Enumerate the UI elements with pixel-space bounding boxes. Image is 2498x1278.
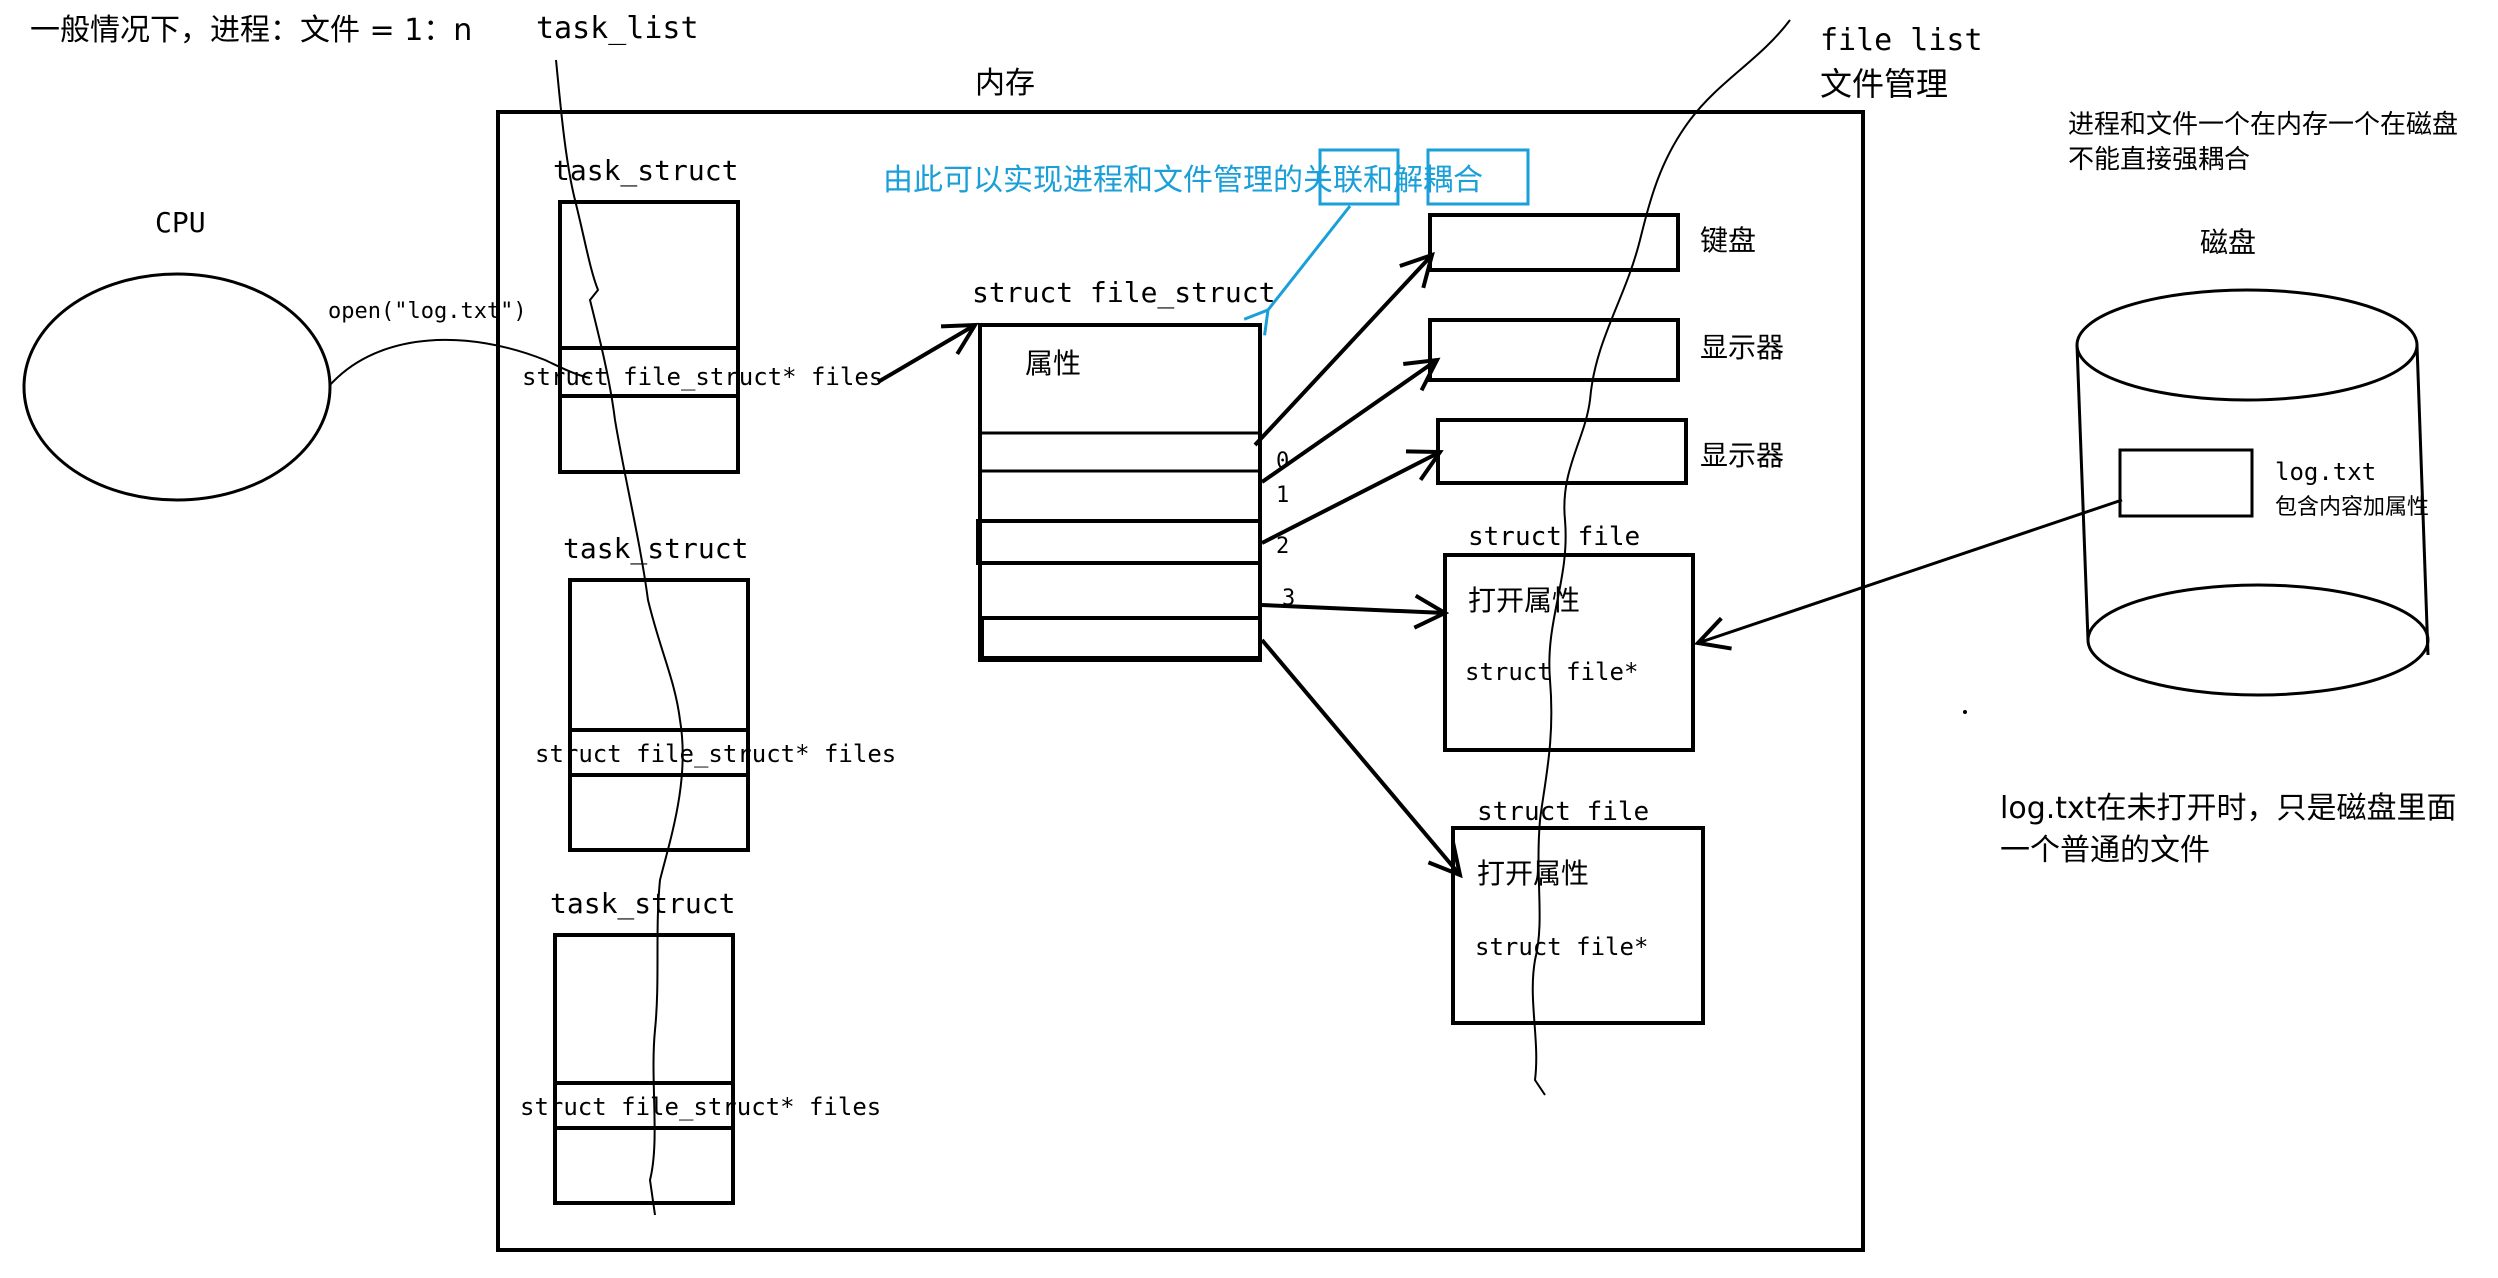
task-struct-title-2: task_struct (563, 532, 748, 566)
cpu-to-task-curve (329, 338, 591, 386)
disk-top-ellipse (2075, 288, 2419, 402)
disk-label: 磁盘 (2200, 226, 2256, 259)
struct-file-title-2: struct file (1477, 797, 1649, 827)
highlight-box-jieouhe (1426, 148, 1530, 206)
task-struct-files-3: struct file_struct* files (520, 1093, 881, 1121)
task-struct-box-3 (553, 933, 735, 1205)
device-label-keyboard: 键盘 (1700, 224, 1756, 257)
device-label-display-2: 显示器 (1700, 439, 1784, 472)
struct-file-attr-2: 打开属性 (1477, 857, 1589, 890)
fd-index-1: 1 (1276, 483, 1289, 508)
fd-slot-4 (980, 616, 1262, 660)
top-note: 一般情况下，进程：文件 = 1：n (30, 13, 472, 48)
struct-file-box-2 (1451, 826, 1705, 1025)
task-struct-box-2 (568, 578, 750, 852)
fd4-to-struct-file-arrow (1260, 638, 1460, 875)
struct-file-ptr-1: struct file* (1465, 658, 1638, 686)
fd-slot-2 (976, 519, 1262, 565)
fd2-to-display-arrow (1261, 452, 1440, 545)
fd-index-2: 2 (1276, 534, 1289, 559)
memory-label: 内存 (975, 66, 1035, 101)
file-mgmt-label: 文件管理 (1820, 65, 1948, 103)
disk-file-name: log.txt (2275, 458, 2376, 486)
struct-file-box-1 (1443, 553, 1695, 752)
task-struct-box-1 (558, 200, 740, 474)
file-struct-attr: 属性 (1025, 347, 1081, 380)
bottom-note-line2: 一个普通的文件 (2000, 833, 2210, 868)
memory-box (496, 110, 1865, 1252)
disk-note-line1: 进程和文件一个在内存一个在磁盘 (2068, 110, 2458, 140)
file-struct-box (978, 323, 1262, 662)
disk-file-desc: 包含内容加属性 (2275, 495, 2429, 520)
fd1-to-display-arrow (1260, 360, 1437, 484)
blue-arrow (1243, 205, 1352, 336)
fd0-to-keyboard-arrow (1253, 255, 1432, 447)
keyboard-box (1428, 213, 1680, 272)
cpu-label: CPU (155, 206, 206, 239)
files-to-file-struct-arrow (876, 325, 975, 384)
display-box-2 (1436, 418, 1688, 485)
task-list-squiggle (555, 59, 684, 1216)
display-box-1 (1428, 318, 1680, 382)
task-struct-files-1: struct file_struct* files (522, 363, 883, 391)
disk-left-side (2075, 344, 2090, 641)
open-call-label: open("log.txt") (328, 299, 527, 324)
disk-note-line2: 不能直接强耦合 (2068, 145, 2250, 175)
cpu-ellipse (22, 272, 332, 502)
file-list-label: file list (1820, 23, 1983, 58)
task-struct-title-3: task_struct (550, 887, 735, 921)
struct-file-title-1: struct file (1468, 522, 1640, 552)
disk-file-box (2118, 448, 2254, 518)
file-list-squiggle (1531, 19, 1791, 1096)
bottom-note-line1: log.txt在未打开时，只是磁盘里面 (2000, 791, 2457, 826)
fd-slot-3 (978, 561, 1262, 620)
task-struct-title-1: task_struct (553, 154, 738, 188)
task-struct-files-2: struct file_struct* files (535, 740, 896, 768)
highlight-box-guanlian (1318, 148, 1400, 206)
device-label-display-1: 显示器 (1700, 331, 1784, 364)
fd3-to-struct-file-arrow (1261, 605, 1445, 613)
disk-bottom-ellipse (2086, 583, 2430, 697)
struct-file-ptr-2: struct file* (1475, 933, 1648, 961)
file-struct-title: struct file_struct (972, 276, 1275, 310)
fd-slot-0 (978, 431, 1262, 473)
disk-to-struct-file-arrow (1698, 498, 2123, 643)
disk-right-side (2415, 344, 2430, 656)
fd-slot-1 (978, 469, 1262, 523)
task-list-label: task_list (536, 11, 699, 46)
struct-file-attr-1: 打开属性 (1468, 584, 1580, 617)
blue-note: 由此可以实现进程和文件管理的关联和解耦合 (883, 163, 1483, 198)
stray-dot (1963, 710, 1967, 714)
